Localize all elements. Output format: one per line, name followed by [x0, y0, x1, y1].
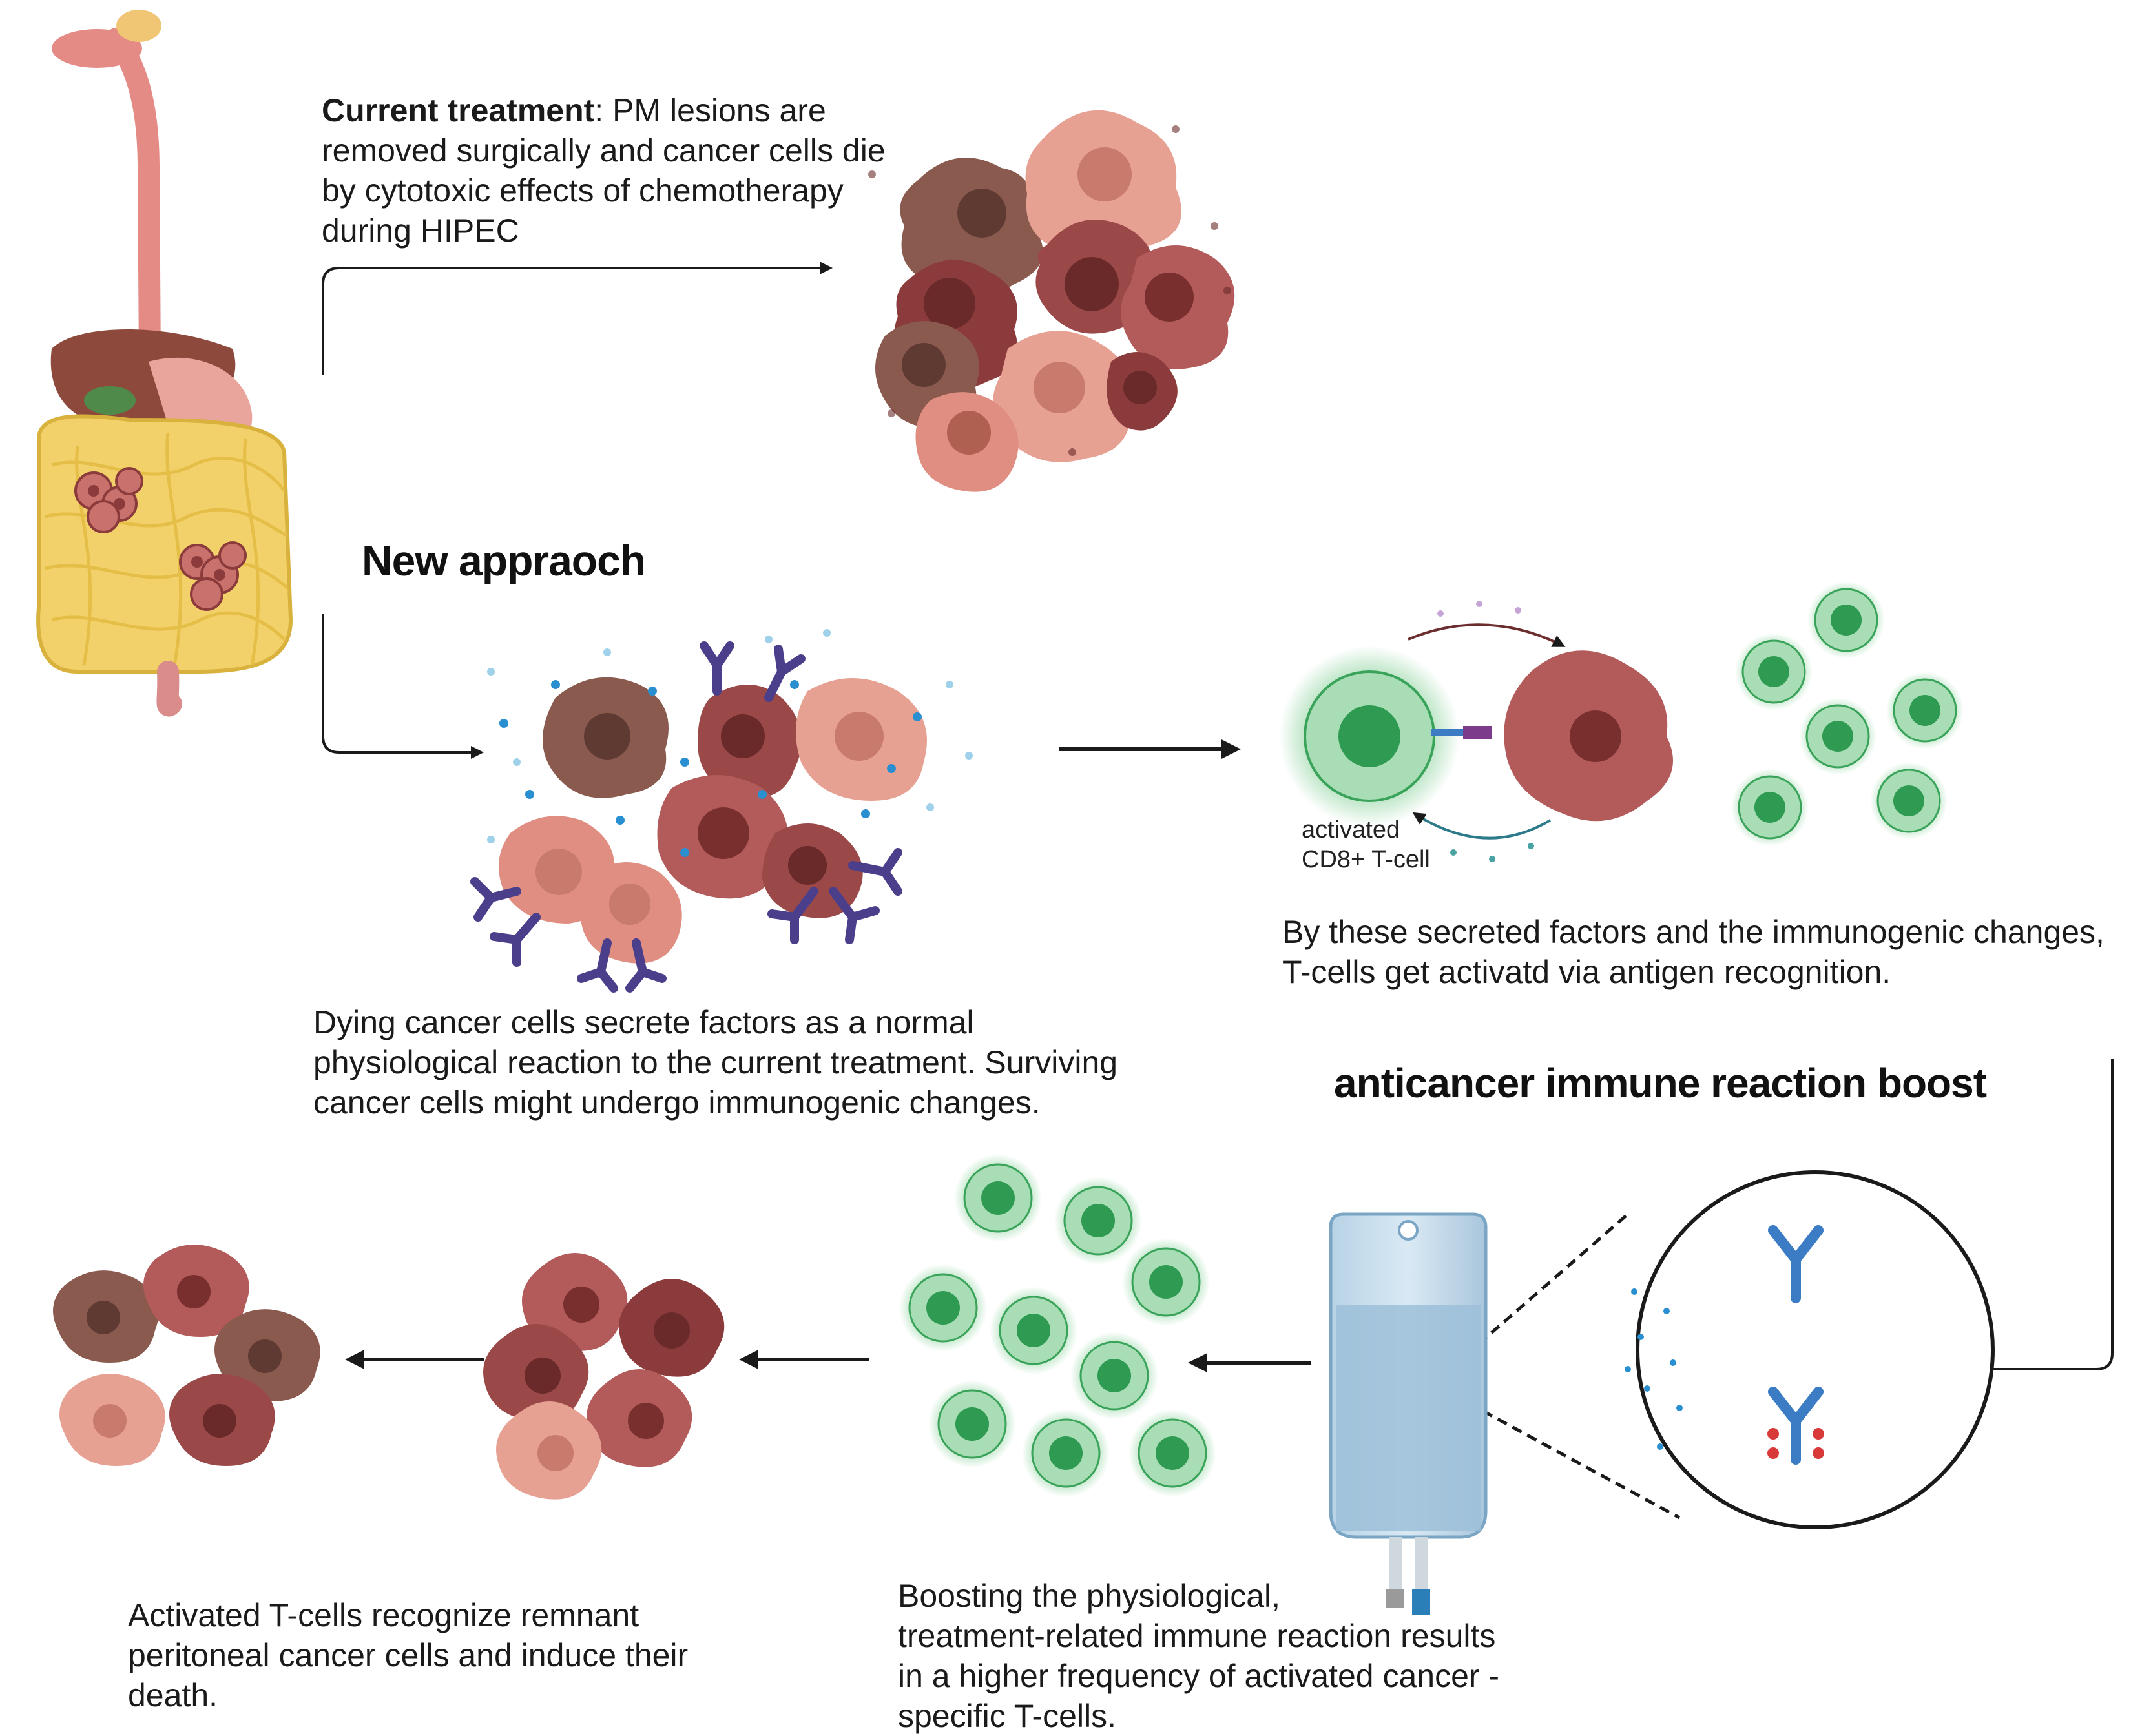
- zoom-circle: [1452, 1170, 1995, 1529]
- outcome-caption: Activated T-cells recognize remnant peri…: [128, 1595, 774, 1715]
- dying-cells-caption: Dying cancer cells secrete factors as a …: [313, 1002, 1153, 1122]
- boost-caption-line3: in a higher frequency of activated cance…: [898, 1658, 1500, 1694]
- tcell-label: activated CD8+ T-cell: [1302, 815, 1430, 874]
- tcell-label-line1: activated: [1302, 816, 1400, 843]
- boost-caption-line1: Boosting the physiological,: [898, 1578, 1281, 1614]
- activation-caption-line1: By these secreted factors and the immuno…: [1282, 914, 2105, 950]
- dead-cancer-cells: [53, 1245, 320, 1466]
- current-treatment-text: Current treatment: PM lesions are remove…: [322, 90, 903, 251]
- tcell-activation-scene: [1279, 581, 1964, 862]
- dying-cells-line1: Dying cancer cells secrete factors as a …: [313, 1004, 974, 1040]
- new-approach-heading: New appraoch: [362, 537, 646, 584]
- current-treatment-line2: removed surgically and cancer cells die: [322, 132, 886, 169]
- current-treatment-line4: during HIPEC: [322, 212, 519, 249]
- digestive-system-illustration: [36, 10, 293, 717]
- outcome-caption-line1: Activated T-cells recognize remnant: [128, 1597, 639, 1633]
- dying-cancer-cell-cluster: [868, 110, 1235, 492]
- boost-heading: anticancer immune reaction boost: [1334, 1060, 1987, 1106]
- boost-caption-line4: specific T-cells.: [898, 1698, 1117, 1734]
- activation-caption: By these secreted factors and the immuno…: [1282, 912, 2122, 992]
- new-approach-arrow: [322, 614, 484, 759]
- current-treatment-line3: by cytotoxic effects of chemotherapy: [322, 172, 844, 209]
- boosted-tcell-population: [899, 1154, 1216, 1497]
- current-treatment-line1: : PM lesions are: [594, 92, 826, 129]
- activation-caption-line2: T-cells get activatd via antigen recogni…: [1282, 954, 1891, 990]
- dying-cells-line2: physiological reaction to the current tr…: [313, 1044, 1118, 1080]
- current-treatment-label: Current treatment: [322, 92, 595, 129]
- tcell-label-line2: CD8+ T-cell: [1302, 846, 1430, 873]
- boost-connector-arrow: [1964, 1059, 2114, 1376]
- iv-bag: [1329, 1212, 1488, 1615]
- new-approach-cell-cluster: [470, 629, 973, 993]
- outcome-caption-line2: peritoneal cancer cells and induce their: [128, 1637, 689, 1673]
- current-treatment-arrow: [322, 262, 833, 375]
- boost-caption-line2: treatment-related immune reaction result…: [898, 1618, 1496, 1654]
- dying-cells-line3: cancer cells might undergo immunogenic c…: [313, 1084, 1041, 1121]
- remnant-cancer-cells: [483, 1253, 725, 1500]
- outcome-caption-line3: death.: [128, 1677, 218, 1713]
- boost-caption: Boosting the physiological, treatment-re…: [898, 1576, 1544, 1736]
